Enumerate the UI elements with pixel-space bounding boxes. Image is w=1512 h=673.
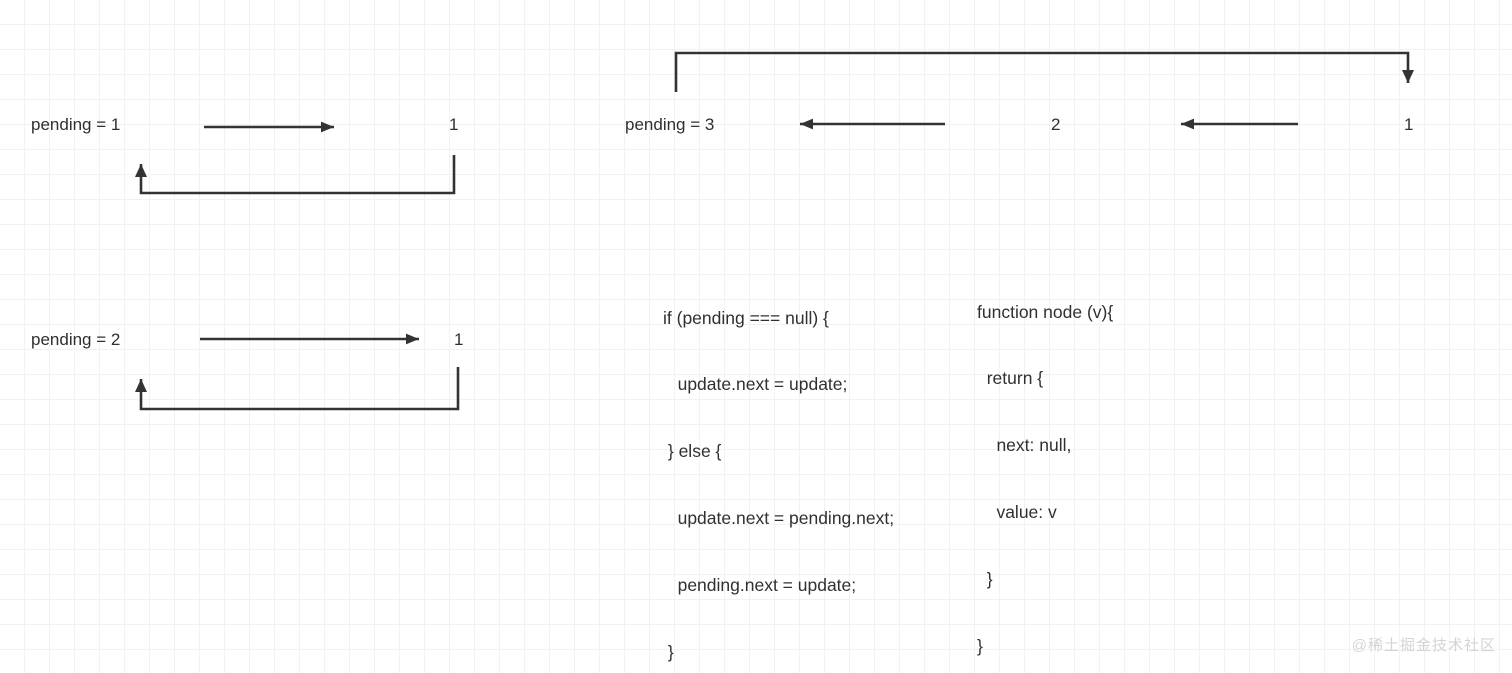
code-line: } [663,642,674,663]
code-line: } [977,636,983,657]
d1-self-loop-arrow [135,155,456,195]
code-line: } [977,569,993,590]
code-block-node-example: function node (v){ return { next: null, … [977,256,1199,673]
code-line: if (pending === null) { [663,307,829,328]
diagram-3-arrows [674,51,1414,130]
diagram-1-arrows [135,121,456,195]
d1-node-1-label: 1 [449,115,459,134]
code-line: value: v [977,502,1057,523]
code-block-update-queue: if (pending === null) { update.next = up… [663,262,894,673]
d3-node-1-label: 1 [1404,115,1414,134]
d3-pending-label: pending = 3 [625,115,715,134]
code-line: update.next = update; [663,374,848,395]
code-line: } else { [663,441,722,462]
d2-pending-label: pending = 2 [31,330,121,349]
watermark: @稀土掘金技术社区 [1351,637,1496,654]
d3-wrap-around-arrow [674,51,1414,92]
diagram-2-arrows [135,333,460,411]
d3-node-2-label: 2 [1051,115,1061,134]
d2-node-1-label: 1 [454,330,464,349]
code-line: function node (v){ [977,301,1114,322]
code-line: return { [977,368,1044,389]
d1-pending-label: pending = 1 [31,115,121,134]
code-line: pending.next = update; [663,575,857,596]
code-line: next: null, [977,435,1072,456]
code-line: update.next = pending.next; [663,508,895,529]
d2-self-loop-arrow [135,367,460,411]
